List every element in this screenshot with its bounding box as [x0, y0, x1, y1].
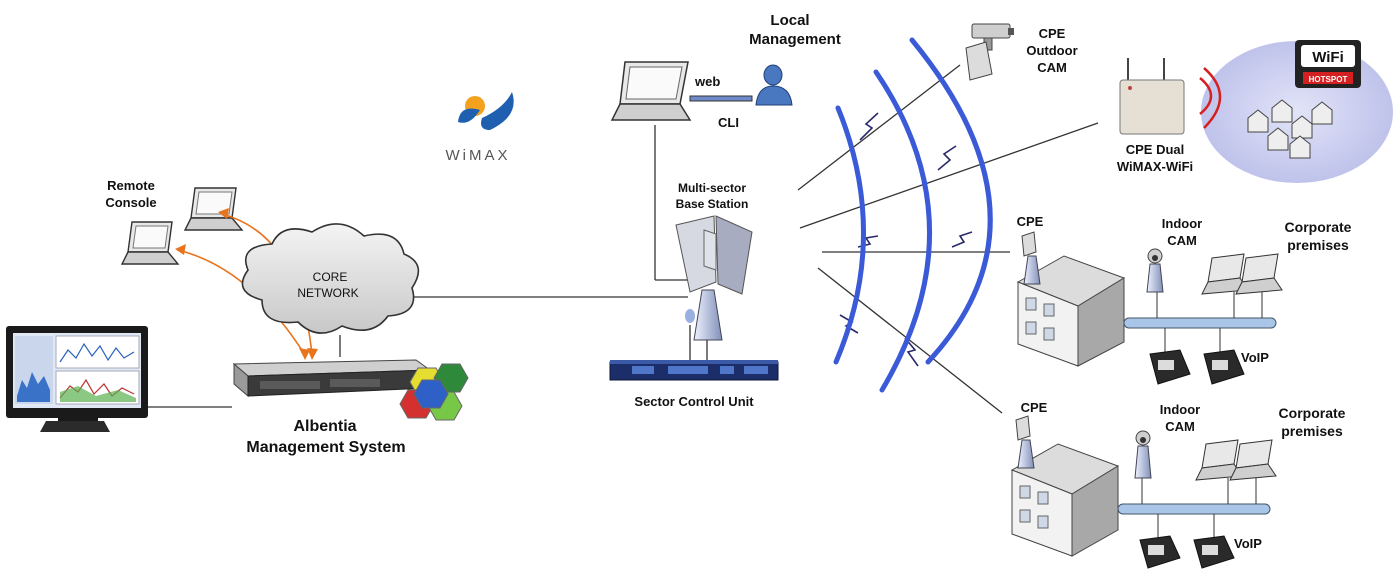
remote-console-label-1: Remote: [107, 178, 155, 193]
voip-phone-icon: [1139, 535, 1181, 569]
corporate-label-2b: premises: [1281, 423, 1343, 439]
connection-lines: [148, 64, 1099, 414]
wireless-link-cam: [797, 64, 961, 191]
wimax-logo: WiMAX: [446, 92, 514, 164]
remote-console-label-2: Console: [105, 195, 156, 210]
cpe-outdoor-label-2: Outdoor: [1026, 43, 1077, 58]
lan-bus: [1117, 503, 1271, 515]
indoor-cam-icon: [1146, 248, 1164, 293]
remote-laptop-icon-1: [120, 221, 180, 265]
wireless-link-cpe2: [817, 267, 1003, 414]
wave-arc-3: [909, 37, 993, 365]
sector-control-unit-icon: [609, 360, 779, 381]
cpe-label-1: CPE: [1017, 214, 1044, 229]
voip-phone-icon: [1203, 349, 1245, 385]
building-icon: [1016, 255, 1126, 367]
wave-arc-1: [833, 105, 866, 365]
monitor-icon: [6, 326, 148, 432]
houses-icon: [1247, 99, 1333, 159]
corporate-site-2: [1010, 415, 1277, 569]
hotspot-logo-text: HOTSPOT: [1309, 75, 1348, 84]
building-icon: [1010, 443, 1120, 557]
wimax-logo-text: WiMAX: [446, 147, 511, 164]
outdoor-cam-icon: [965, 23, 1014, 81]
voip-phone-icon: [1193, 535, 1235, 569]
local-management-label-1: Local: [770, 12, 809, 29]
laptop-icon: [1195, 439, 1243, 481]
voip-phone-icon: [1149, 349, 1191, 385]
cpe-antenna-icon: [1021, 231, 1041, 285]
corporate-site-1: [1016, 231, 1283, 385]
voip-label-1: VoIP: [1241, 350, 1269, 365]
wifi-logo-text: WiFi: [1312, 49, 1344, 66]
cpe-dual-router-icon: [1119, 58, 1185, 135]
bolt-icon: [951, 231, 973, 248]
corporate-label-1b: premises: [1287, 237, 1349, 253]
server-icon: [232, 359, 432, 398]
wireless-waves: [833, 37, 993, 393]
sector-control-unit-label: Sector Control Unit: [634, 394, 754, 409]
indoor-cam-icon: [1134, 430, 1152, 479]
cpe-label-2: CPE: [1021, 400, 1048, 415]
cli-label: CLI: [718, 115, 739, 130]
laptop-icon: [1229, 439, 1277, 481]
bolt-icon: [859, 112, 879, 141]
core-network-label-1: CORE: [313, 270, 348, 284]
cpe-outdoor-label-3: CAM: [1037, 60, 1067, 75]
corporate-label-2a: Corporate: [1279, 405, 1346, 421]
cpe-antenna-icon: [1015, 415, 1035, 469]
ams-label-1: Albentia: [293, 418, 356, 435]
albentia-logo-icon: [399, 363, 469, 421]
local-laptop-icon: [610, 61, 692, 121]
indoor-cam-label-2b: CAM: [1165, 419, 1195, 434]
cpe-dual-label-2: WiMAX-WiFi: [1117, 159, 1193, 174]
cli-cable: [689, 95, 753, 102]
base-station-icon: [675, 215, 753, 341]
base-station-label-1: Multi-sector: [678, 181, 746, 195]
indoor-cam-label-1a: Indoor: [1162, 216, 1202, 231]
core-network-cloud: CORE NETWORK: [241, 223, 420, 334]
wifi-hotspot-logo: WiFi HOTSPOT: [1295, 40, 1361, 88]
indoor-cam-label-2a: Indoor: [1160, 402, 1200, 417]
lan-bus: [1123, 317, 1277, 329]
bolt-icon: [904, 337, 919, 367]
cpe-outdoor-label-1: CPE: [1039, 26, 1066, 41]
remote-laptop-icon-2: [183, 187, 244, 231]
voip-label-2: VoIP: [1234, 536, 1262, 551]
user-icon: [755, 64, 793, 106]
web-label: web: [694, 74, 720, 89]
base-station-label-2: Base Station: [676, 197, 749, 211]
ams-label-2: Management System: [246, 439, 405, 456]
laptop-icon: [1201, 253, 1249, 295]
wave-arc-2: [873, 69, 933, 393]
cpe-dual-label-1: CPE Dual: [1126, 142, 1185, 157]
indoor-cam-label-1b: CAM: [1167, 233, 1197, 248]
wifi-signal-arcs: [1199, 67, 1222, 129]
local-management-label-2: Management: [749, 31, 841, 48]
wireless-link-dual: [799, 122, 1099, 229]
laptop-icon: [1235, 253, 1283, 295]
bolt-icon: [937, 145, 957, 171]
corporate-label-1a: Corporate: [1285, 219, 1352, 235]
link-arrowheads: [175, 208, 318, 360]
core-network-label-2: NETWORK: [297, 286, 358, 300]
